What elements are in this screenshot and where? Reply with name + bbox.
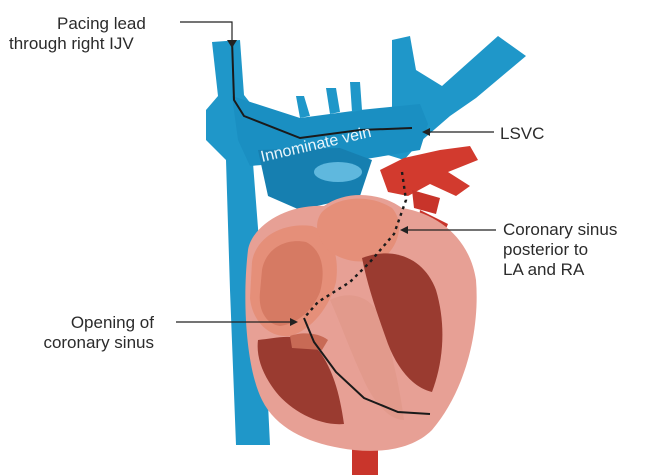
opening-coronary-sinus-label: Opening of coronary sinus bbox=[36, 313, 154, 353]
opening-line-2: coronary sinus bbox=[36, 333, 154, 353]
coronary-sinus-line-2: posterior to bbox=[503, 240, 617, 260]
coronary-sinus-label: Coronary sinus posterior to LA and RA bbox=[503, 220, 617, 280]
pacing-lead-label: Pacing lead through right IJV bbox=[9, 14, 146, 54]
pacing-lead-line-1: Pacing lead bbox=[9, 14, 146, 34]
coronary-sinus-line-1: Coronary sinus bbox=[503, 220, 617, 240]
pacing-lead-line-2: through right IJV bbox=[9, 34, 146, 54]
left-atrial-appendage-vein bbox=[314, 162, 362, 182]
lsvc-label: LSVC bbox=[500, 124, 544, 144]
opening-line-1: Opening of bbox=[36, 313, 154, 333]
lsvc-text: LSVC bbox=[500, 124, 544, 144]
coronary-sinus-line-3: LA and RA bbox=[503, 260, 617, 280]
